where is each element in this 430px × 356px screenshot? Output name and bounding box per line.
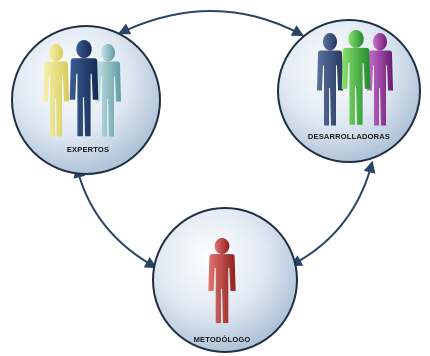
arrow-expertos-metodologo	[73, 165, 158, 269]
people-group-icon	[43, 40, 121, 137]
arrow-desarrolladoras-metodologo	[289, 160, 376, 267]
node-desarrolladoras: DESARROLLADORAS	[277, 19, 421, 163]
node-label-metodologo: METODÓLOGO	[194, 335, 251, 344]
node-label-desarrolladoras: DESARROLLADORAS	[308, 132, 390, 141]
node-metodologo: METODÓLOGO	[152, 207, 298, 353]
arrow-expertos-desarrolladoras	[117, 10, 305, 37]
node-expertos: EXPERTOS	[11, 25, 161, 175]
node-label-expertos: EXPERTOS	[67, 145, 109, 154]
